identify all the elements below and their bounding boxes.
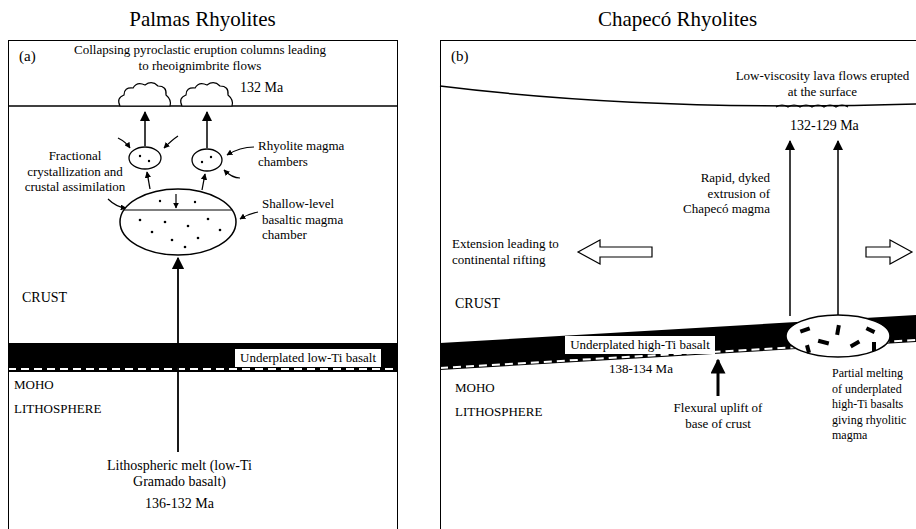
annotation-label: CRUST: [22, 290, 67, 306]
unit-label-box: Underplated high-Ti basalt: [565, 336, 715, 354]
annotation-label: Lithospheric melt (low-Ti Gramado basalt…: [102, 458, 257, 489]
assimilation-arrow: [224, 170, 240, 178]
crystal: [818, 339, 830, 346]
crystal-dot: [207, 218, 210, 221]
settling-arrow: [175, 194, 176, 208]
rhyolite-chamber: [192, 149, 222, 171]
eruption-cloud: [181, 83, 233, 106]
underplated-band: [8, 343, 398, 372]
ascent-arrow: [206, 112, 208, 148]
crystal: [835, 325, 841, 336]
uplift-arrow: [717, 360, 720, 396]
ascent-arrow: [144, 112, 146, 146]
assimilation-arrow: [108, 199, 126, 208]
annotation-label: Rapid, dyked extrusion of Chapecó magma: [672, 170, 770, 217]
annotation-label: Rhyolite magma chambers: [258, 138, 348, 169]
basaltic-chamber: [120, 189, 236, 255]
crystal-dot: [139, 155, 141, 157]
leader-arrow: [227, 147, 254, 155]
crystal-dot: [201, 161, 203, 163]
crystal-dot: [139, 219, 142, 222]
panel-title: Chapecó Rhyolites: [440, 6, 916, 32]
panel-title: Palmas Rhyolites: [8, 6, 398, 32]
annotation-label: Flexural uplift of base of crust: [670, 400, 766, 431]
moho-line: [8, 368, 398, 370]
crystal: [805, 345, 811, 354]
crystal-dot: [184, 246, 187, 249]
unit-label: Underplated low-Ti basalt: [240, 350, 376, 366]
annotation-label: LITHOSPHERE: [455, 404, 542, 420]
dyke-arrow: [789, 141, 791, 316]
crystal-dot: [219, 229, 222, 232]
lava-flow: [776, 105, 848, 107]
crystal-dot: [171, 239, 174, 242]
underplated-band: [440, 315, 916, 370]
unit-label: Underplated high-Ti basalt: [570, 337, 710, 353]
crystal-dot: [151, 231, 154, 234]
crystal-dot: [187, 225, 190, 228]
annotation-label: CRUST: [455, 296, 500, 312]
annotation-label: LITHOSPHERE: [14, 401, 101, 417]
crystal-dot: [197, 237, 200, 240]
crystal-dot: [148, 160, 150, 162]
annotation-label: 136-132 Ma: [102, 496, 257, 512]
crystal: [850, 340, 861, 348]
crystal: [866, 326, 876, 333]
assimilation-arrow: [164, 136, 178, 148]
annotation-label: 138-134 Ma: [606, 361, 676, 377]
unit-label-box: Underplated low-Ti basalt: [235, 349, 381, 367]
panel-tag: (b): [451, 47, 469, 65]
extension-arrow: [866, 240, 912, 264]
annotation-label: 132-129 Ma: [790, 118, 859, 134]
ascent-arrow: [202, 174, 205, 190]
eruption-cloud: [119, 83, 171, 106]
assimilation-arrow: [118, 138, 130, 148]
annotation-label: MOHO: [455, 380, 495, 396]
crystal-dot: [159, 200, 161, 202]
annotation-label: MOHO: [14, 377, 54, 393]
crystal: [872, 342, 876, 351]
crystal-dot: [164, 221, 167, 224]
crystal: [800, 326, 811, 333]
melt-ascent-arrow: [177, 258, 179, 452]
annotation-label: Shallow-level basaltic magma chamber: [262, 196, 357, 243]
partial-melt-zone: [786, 315, 890, 357]
crystal-dot: [210, 156, 212, 158]
dyke-arrow: [837, 141, 839, 315]
annotation-label: Extension leading to continental rifting: [452, 236, 570, 267]
ascent-arrow: [147, 172, 150, 189]
extension-arrow: [578, 240, 652, 264]
annotation-label: Fractional crystallization and crustal a…: [15, 148, 135, 195]
panel-frame: Chapecó Rhyolites(b)Underplated high-Ti …: [440, 40, 916, 529]
leader-arrow: [240, 212, 258, 219]
annotation-label: Partial melting of underplated high-Ti b…: [832, 366, 912, 444]
annotation-label: Low-viscosity lava flows erupted at the …: [735, 68, 910, 99]
chamber-layer: [124, 210, 232, 211]
crystal-dot: [194, 201, 196, 203]
annotation-label: Collapsing pyroclastic eruption columns …: [70, 42, 330, 73]
panel-frame: Palmas Rhyolites(a)Underplated low-Ti ba…: [8, 40, 398, 529]
rhyolite-chamber: [129, 147, 161, 169]
panel-tag: (a): [19, 47, 36, 65]
annotation-label: 132 Ma: [240, 80, 283, 96]
